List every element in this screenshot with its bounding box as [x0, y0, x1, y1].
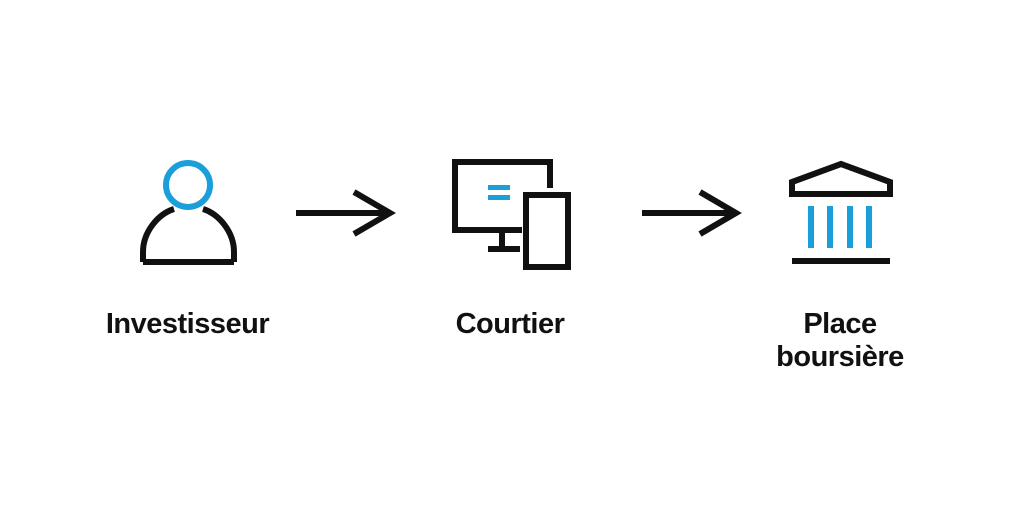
- node-label-investisseur: Investisseur: [60, 308, 315, 341]
- label-line: boursière: [776, 341, 904, 373]
- label-line: Investisseur: [105, 308, 270, 340]
- person-icon: [140, 160, 237, 265]
- stock-exchange-building-icon: [789, 160, 893, 264]
- node-label-courtier: Courtier: [400, 308, 620, 341]
- computer-and-phone-icon: [452, 159, 571, 270]
- label-line: Place: [803, 308, 877, 340]
- arrow-right-icon: [296, 189, 396, 237]
- node-label-place-boursiere: Place boursière: [730, 308, 950, 374]
- arrow-right-icon: [642, 189, 742, 237]
- label-line: Courtier: [455, 308, 565, 340]
